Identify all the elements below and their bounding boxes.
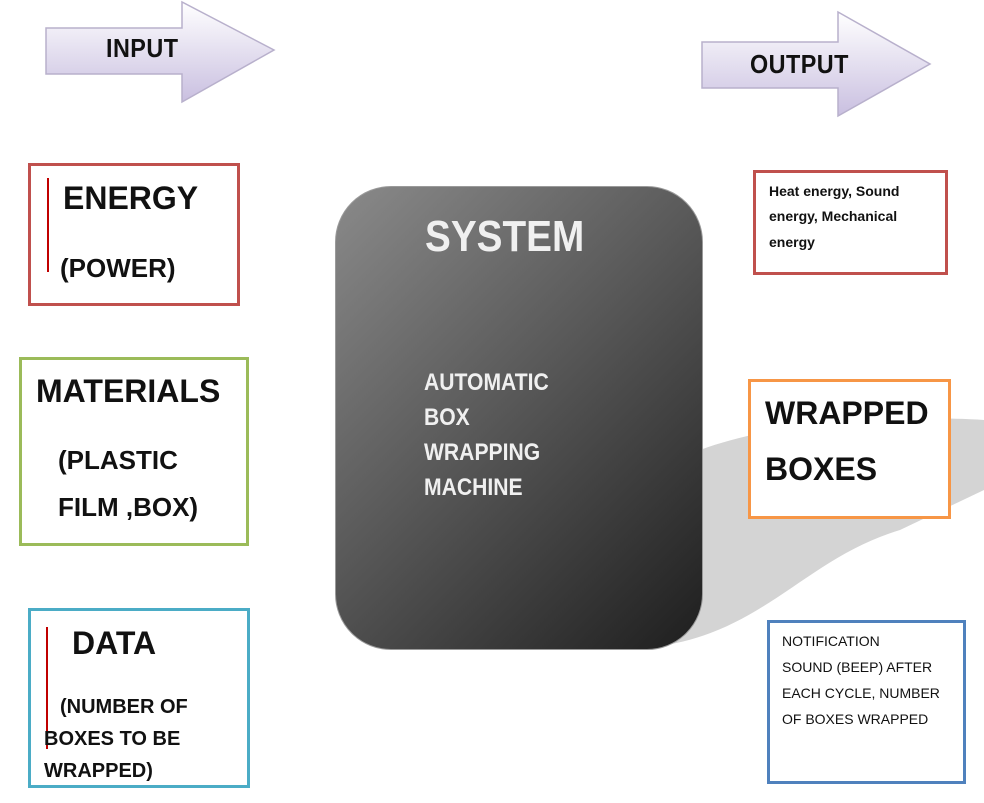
energy-cursor-line: [47, 178, 49, 272]
notification-line3: EACH CYCLE, NUMBER: [782, 685, 940, 701]
heat-output-box: [753, 170, 948, 275]
data-subtitle-line1: (NUMBER OF: [60, 696, 188, 718]
input-arrow: [45, 0, 276, 104]
system-line-1: AUTOMATIC: [424, 369, 549, 396]
wrapped-output-line2: BOXES: [765, 451, 878, 487]
output-label: OUTPUT: [750, 49, 849, 79]
notification-line2: SOUND (BEEP) AFTER: [782, 659, 933, 675]
energy-title: ENERGY: [63, 180, 199, 216]
notification-output-box: [767, 620, 966, 784]
materials-input-box: [19, 357, 249, 546]
wrapped-output-line1: WRAPPED: [765, 395, 929, 431]
input-label: INPUT: [106, 33, 179, 63]
wrapped-boxes-output-box: [748, 379, 951, 519]
system-block: [335, 186, 703, 650]
data-subtitle-line2: BOXES TO BE: [44, 728, 181, 750]
energy-subtitle: (POWER): [60, 253, 176, 283]
system-line-4: MACHINE: [424, 474, 523, 501]
notification-line4: OF BOXES WRAPPED: [782, 711, 929, 727]
materials-subtitle-line2: FILM ,BOX): [58, 492, 199, 522]
system-line-2: BOX: [424, 404, 470, 431]
notification-line1: NOTIFICATION: [782, 633, 880, 649]
materials-title: MATERIALS: [36, 373, 221, 409]
materials-subtitle-line1: (PLASTIC: [58, 445, 178, 475]
heat-output-line2: energy, Mechanical: [769, 208, 898, 224]
data-cursor-line: [46, 627, 48, 749]
heat-output-line3: energy: [769, 234, 815, 250]
system-title: SYSTEM: [425, 212, 585, 261]
energy-input-box: [28, 163, 240, 306]
data-title: DATA: [72, 625, 157, 661]
data-subtitle-line3: WRAPPED): [44, 760, 153, 782]
data-input-box: [28, 608, 250, 788]
output-arrow: [701, 10, 932, 118]
heat-output-line1: Heat energy, Sound: [769, 183, 900, 199]
system-line-3: WRAPPING: [424, 439, 541, 466]
